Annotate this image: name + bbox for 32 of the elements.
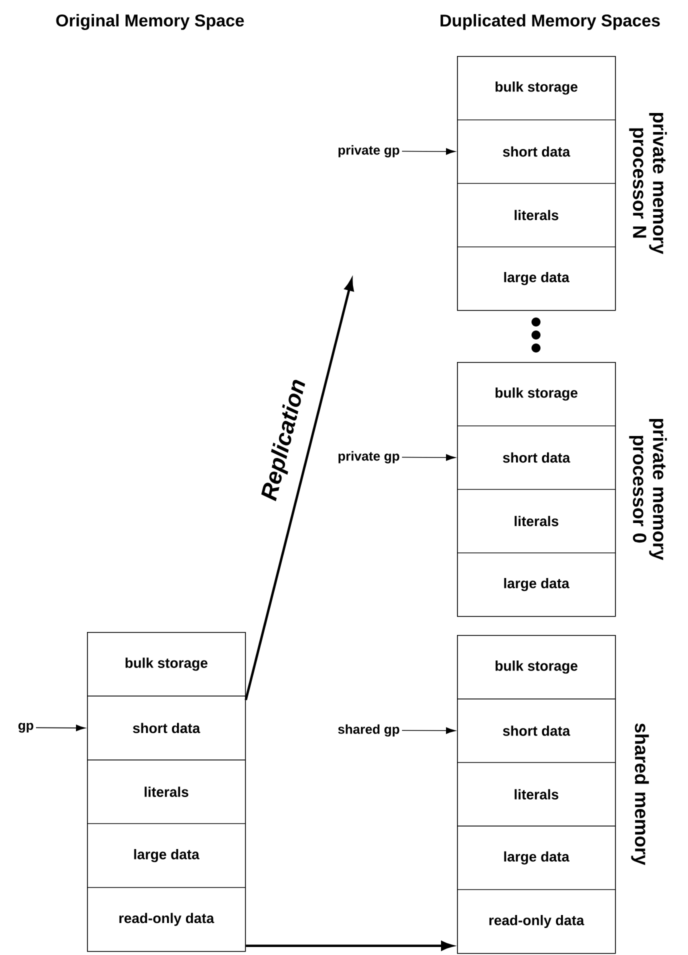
column-heading: Original Memory Space: [56, 14, 244, 30]
memory-segment: large data: [457, 552, 616, 617]
pointer-label: private gp: [338, 451, 400, 464]
memory-segment: short data: [457, 698, 616, 763]
node-label: private memory processor N: [629, 112, 667, 254]
memory-segment: short data: [457, 120, 616, 184]
memory-segment: literals: [457, 489, 616, 554]
arrow: [36, 724, 86, 732]
memory-segment: read-only data: [457, 889, 616, 954]
memory-segment: large data: [457, 246, 616, 311]
memory-segment: bulk storage: [457, 635, 616, 700]
pointer-label: gp: [18, 722, 34, 733]
memory-segment: large data: [457, 826, 616, 890]
memory-segment: bulk storage: [457, 56, 616, 120]
memory-segment: bulk storage: [87, 632, 246, 696]
arrow: [402, 148, 456, 155]
memory-segment: bulk storage: [457, 362, 616, 426]
memory-segment: literals: [87, 760, 246, 824]
column-heading: Duplicated Memory Spaces: [440, 14, 660, 30]
memory-segment: large data: [87, 823, 246, 888]
node-label: private memory processor 0: [629, 418, 667, 560]
memory-segment: literals: [457, 183, 616, 248]
memory-stack: [87, 632, 246, 952]
memory-segment: read-only data: [87, 887, 246, 952]
memory-segment: short data: [87, 696, 246, 760]
memory-segment: short data: [457, 426, 616, 490]
pointer-label: private gp: [338, 145, 400, 158]
arrow: [402, 454, 456, 461]
pointer-label: shared gp: [338, 724, 400, 736]
memory-segment: literals: [457, 762, 616, 826]
arrow: [402, 727, 456, 734]
node-label: shared memory: [631, 723, 649, 866]
